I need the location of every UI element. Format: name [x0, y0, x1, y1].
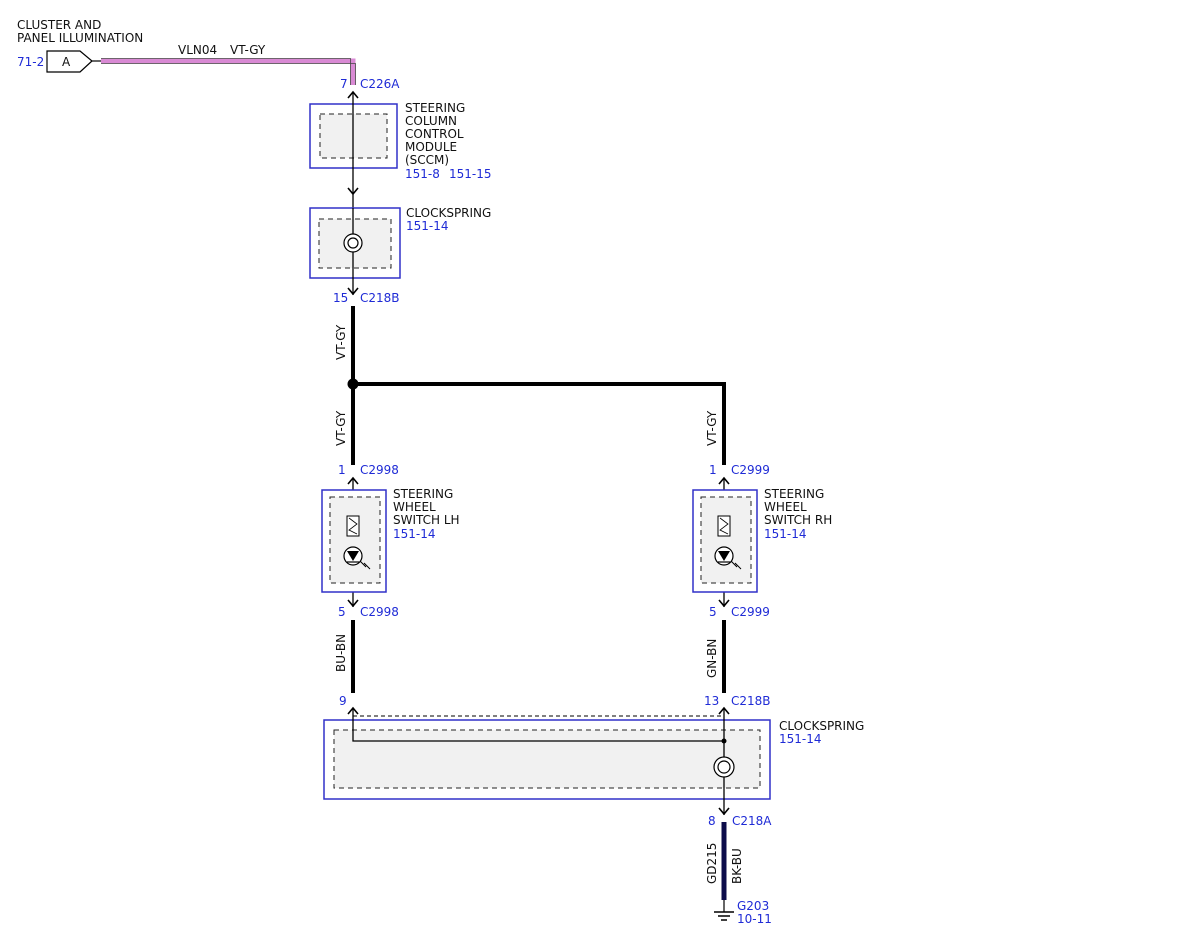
sccm-pin: 7 — [340, 77, 348, 91]
clockspring-lower-coil-icon — [713, 756, 735, 778]
clockspring-lower-coil-inner-icon — [717, 760, 731, 774]
clockspring-upper-coil-inner-icon — [347, 237, 359, 249]
clockspring-upper-inner — [318, 218, 392, 269]
sccm-ref-1[interactable]: 151-8 — [405, 167, 440, 181]
rh-return-color-label: GN-BN — [705, 639, 719, 678]
switch-rh-out-pin: 5 — [709, 605, 717, 619]
sccm-label-5: (SCCM) — [405, 153, 449, 167]
switch-rh-inner — [700, 496, 752, 584]
ground-ref[interactable]: 10-11 — [737, 912, 772, 926]
sccm-connector: C226A — [360, 77, 400, 91]
clockspring-lower-lh-internal — [352, 708, 724, 742]
clockspring-upper-coil-icon — [343, 233, 363, 253]
switch-rh-ref[interactable]: 151-14 — [764, 527, 807, 541]
switch-lh-ref[interactable]: 151-14 — [393, 527, 436, 541]
source-title-line2: PANEL ILLUMINATION — [17, 31, 143, 45]
switch-lh-out-connector: C2998 — [360, 605, 399, 619]
clockspring-upper-out-arrow — [347, 287, 359, 296]
branch-wire-rh — [353, 382, 726, 465]
switch-lh-resistor-zigzag — [348, 517, 358, 535]
switch-lh-inner — [329, 496, 381, 584]
switch-rh-out-connector: C2999 — [731, 605, 770, 619]
clockspring-upper-out-connector: C218B — [360, 291, 400, 305]
switch-rh-in-pin: 1 — [709, 463, 717, 477]
ground-color-label: BK-BU — [730, 848, 744, 884]
switch-rh-resistor-zigzag — [719, 517, 729, 535]
clockspring-lower-rh-connector: C218B — [731, 694, 771, 708]
sccm-label-1: STEERING — [405, 101, 465, 115]
switch-rh-label-1: STEERING — [764, 487, 824, 501]
clockspring-upper-ref[interactable]: 151-14 — [406, 219, 449, 233]
clockspring-upper-out-pin: 15 — [333, 291, 348, 305]
switch-lh-led-rays — [359, 560, 371, 570]
wire-circuit-label: VLN04 — [178, 43, 217, 57]
rh-color-label: VT-GY — [705, 410, 719, 446]
clockspring-lower-splice — [721, 738, 727, 744]
wire-vln04-edge — [101, 58, 356, 85]
clockspring-lower-rh-pin: 13 — [704, 694, 719, 708]
trunk-color-label: VT-GY — [334, 324, 348, 360]
switch-rh-out-arrow — [718, 599, 730, 608]
clockspring-lower-out-pin: 8 — [708, 814, 716, 828]
switch-lh-led-triangle — [347, 551, 359, 561]
switch-rh-label-2: WHEEL — [764, 500, 807, 514]
clockspring-lower-out-connector: C218A — [732, 814, 772, 828]
switch-lh-label-1: STEERING — [393, 487, 453, 501]
source-title-line1: CLUSTER AND — [17, 18, 101, 32]
sccm-label-3: CONTROL — [405, 127, 464, 141]
sccm-label-2: COLUMN — [405, 114, 457, 128]
switch-lh-resistor-icon — [346, 515, 360, 537]
clockspring-lower-out-arrow — [718, 807, 730, 816]
switch-rh-led-triangle — [718, 551, 730, 561]
clockspring-lower-inner — [333, 729, 761, 789]
sccm-label-4: MODULE — [405, 140, 457, 154]
switch-rh-label-3: SWITCH RH — [764, 513, 832, 527]
offpage-connector-letter: A — [62, 55, 71, 69]
switch-rh-led-rays — [730, 560, 742, 570]
lh-color-label: VT-GY — [334, 410, 348, 446]
switch-lh-label-3: SWITCH LH — [393, 513, 460, 527]
source-page-ref[interactable]: 71-2 — [17, 55, 44, 69]
offpage-connector-a — [46, 50, 93, 73]
clockspring-lower-ref[interactable]: 151-14 — [779, 732, 822, 746]
sccm-ref-2[interactable]: 151-15 — [449, 167, 492, 181]
lh-return-color-label: BU-BN — [334, 634, 348, 672]
switch-lh-in-pin: 1 — [338, 463, 346, 477]
sccm-out-arrow — [347, 187, 359, 196]
switch-lh-label-2: WHEEL — [393, 500, 436, 514]
ground-name: G203 — [737, 899, 769, 913]
ground-circuit-label: GD215 — [705, 843, 719, 884]
switch-lh-in-connector: C2998 — [360, 463, 399, 477]
clockspring-upper-label: CLOCKSPRING — [406, 206, 491, 220]
wire-color-label-top: VT-GY — [230, 43, 266, 57]
switch-lh-out-arrow — [347, 599, 359, 608]
wire-vln04-fill — [101, 58, 356, 85]
clockspring-lower-lh-pin: 9 — [339, 694, 347, 708]
clockspring-lower-label: CLOCKSPRING — [779, 719, 864, 733]
switch-lh-out-pin: 5 — [338, 605, 346, 619]
switch-rh-in-connector: C2999 — [731, 463, 770, 477]
switch-rh-resistor-icon — [717, 515, 731, 537]
